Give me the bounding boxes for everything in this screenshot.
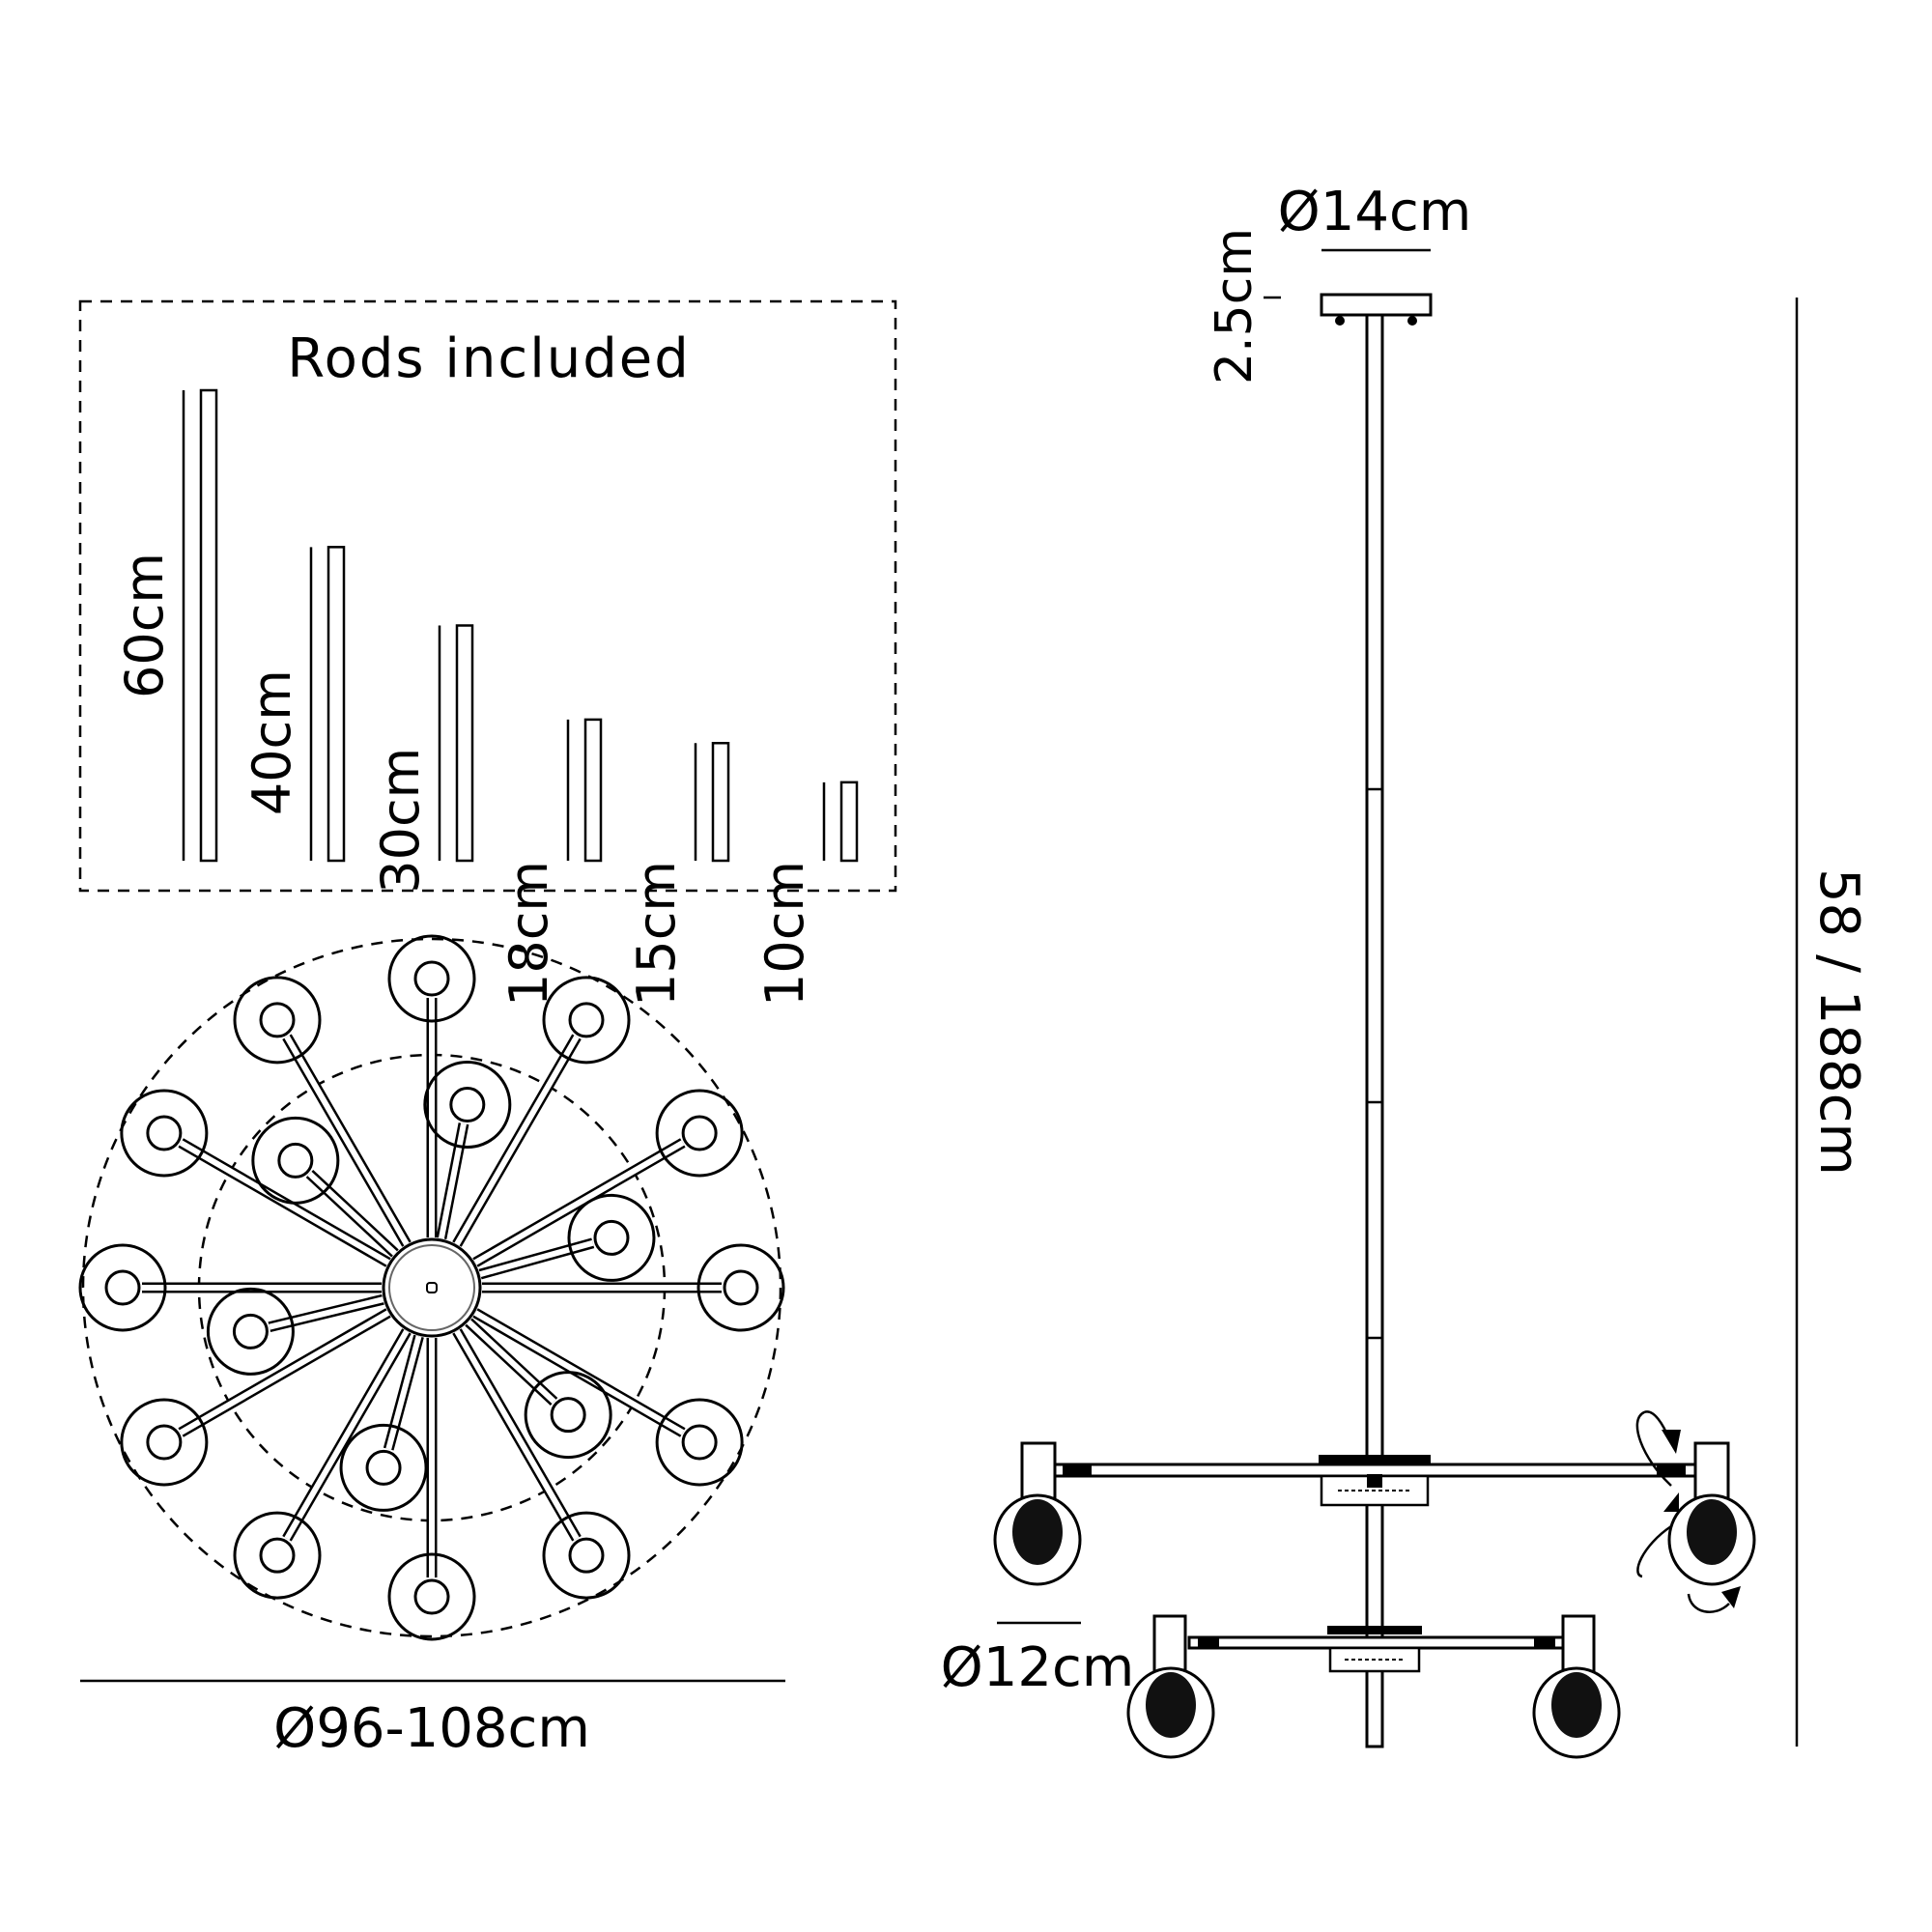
rod-label: 10cm — [754, 861, 815, 1007]
canopy-diameter-label: Ø14cm — [1278, 181, 1472, 243]
canopy-height-label: 2.5cm — [1206, 228, 1264, 384]
shade-diameter-label: Ø12cm — [941, 1636, 1135, 1699]
suspension-rod — [1365, 313, 1384, 1748]
rod-list: 60cm 40cm 30cm 18cm 15cm 10cm — [114, 388, 859, 1007]
rod-item: 40cm — [242, 546, 346, 863]
rotation-arrows-icon — [1635, 1410, 1741, 1613]
lamp-top — [472, 1089, 744, 1267]
height-label: 58 / 188cm — [1807, 868, 1870, 1176]
rod-shape — [839, 781, 859, 863]
diameter-label: Ø96-108cm — [273, 1697, 590, 1760]
lamp-top — [423, 1061, 512, 1240]
lamp-side — [1532, 1614, 1621, 1759]
lamp-top — [465, 1318, 612, 1460]
lamp-top — [120, 1308, 391, 1487]
rod-label: 15cm — [626, 861, 687, 1007]
lamp-top — [452, 1328, 631, 1600]
rod-shape — [199, 388, 218, 863]
rods-included-panel: Rods included 60cm 40cm 30cm 18cm 15cm 10cm — [78, 299, 897, 1007]
lamp-top — [387, 934, 476, 1237]
upper-tier — [1051, 1455, 1697, 1507]
lamp-side — [1126, 1614, 1215, 1759]
lamp-top — [233, 1328, 412, 1600]
rods-panel-dashed-border — [78, 299, 897, 893]
lamp-top — [78, 1243, 382, 1332]
lower-tier — [1187, 1626, 1565, 1673]
lamp-side — [1667, 1441, 1756, 1586]
top-view: Ø96-108cm — [78, 934, 785, 1760]
rod-label: 60cm — [114, 553, 175, 698]
rod-item: 10cm — [754, 781, 859, 1007]
lamp-top — [452, 976, 631, 1247]
lamp-top — [339, 1334, 428, 1512]
lamp-top — [233, 976, 412, 1247]
rod-item: 30cm — [370, 624, 474, 894]
lamp-top — [206, 1287, 384, 1376]
side-view: Ø14cm 2.5cm — [941, 181, 1870, 1759]
outer-diameter-dashed-circle — [81, 937, 782, 1638]
rod-item: 18cm — [498, 718, 603, 1007]
rod-label: 40cm — [242, 669, 302, 815]
rod-label: 30cm — [370, 748, 431, 894]
lamp-top — [482, 1243, 785, 1332]
rod-shape — [327, 546, 346, 863]
rod-shape — [455, 624, 474, 863]
lamp-top — [387, 1338, 476, 1641]
rod-shape — [583, 718, 603, 863]
rods-panel-title: Rods included — [287, 327, 691, 390]
lamp-top — [478, 1193, 656, 1282]
central-hub — [382, 1237, 482, 1338]
ceiling-canopy — [1320, 293, 1433, 326]
lamp-top — [472, 1308, 744, 1487]
lamp-top — [251, 1116, 399, 1258]
rod-shape — [711, 742, 730, 863]
rod-label: 18cm — [498, 861, 559, 1007]
lamp-side — [993, 1441, 1082, 1586]
rod-item: 15cm — [626, 742, 730, 1007]
rod-item: 60cm — [114, 388, 218, 863]
arms — [78, 934, 785, 1641]
